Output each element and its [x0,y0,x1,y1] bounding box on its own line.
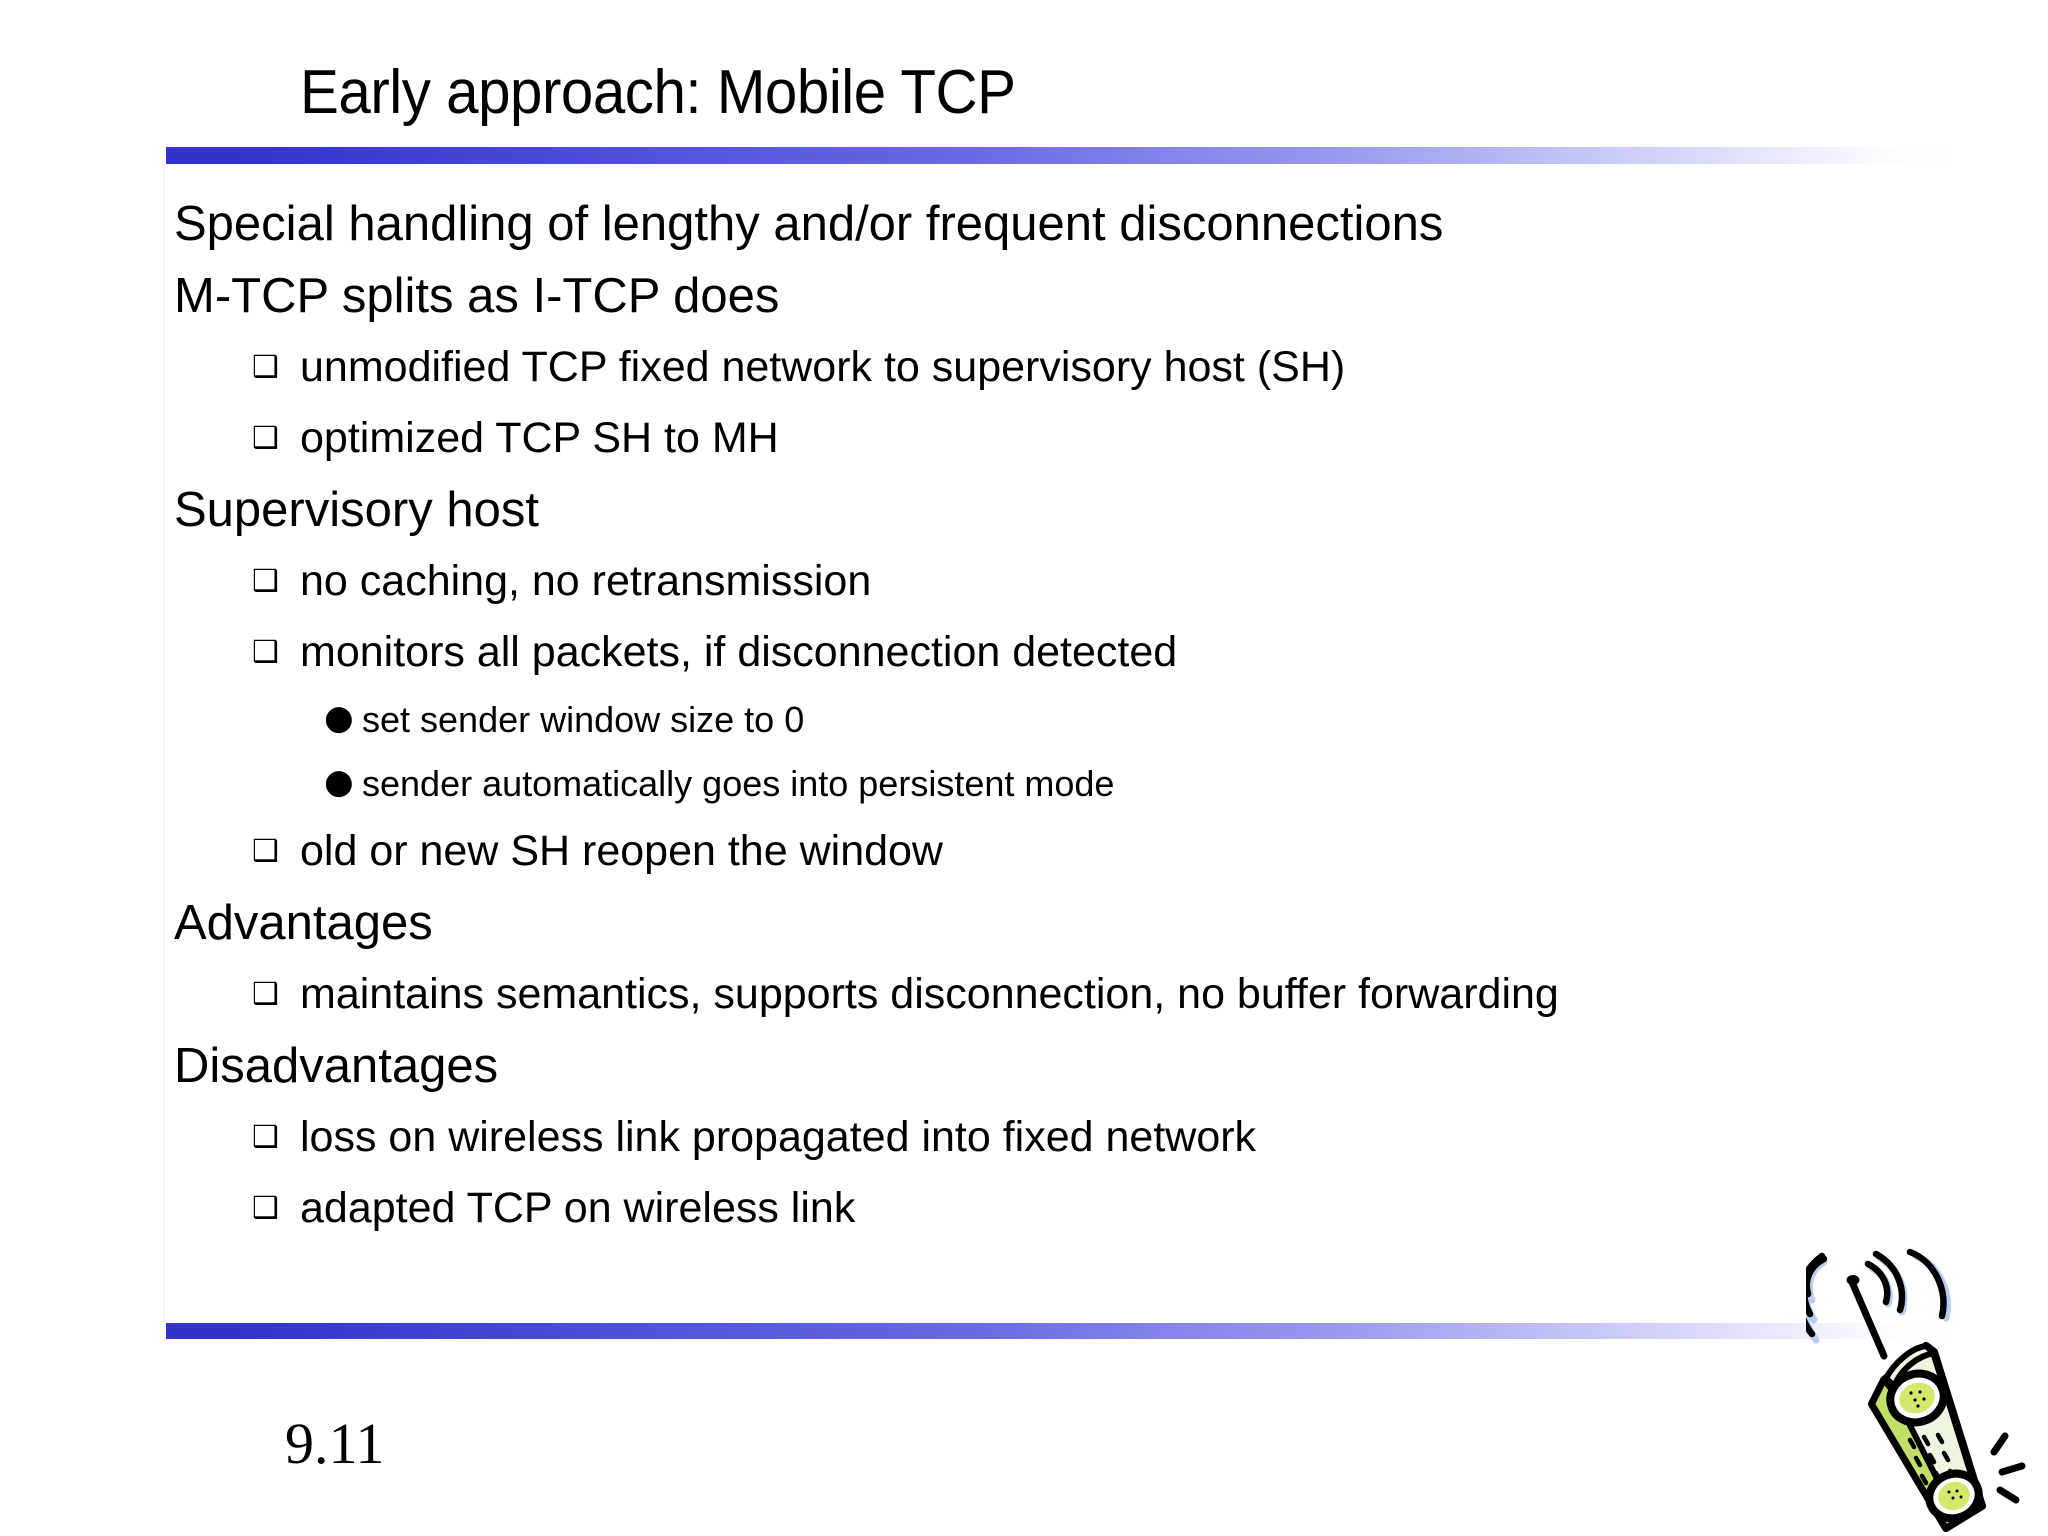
bullet-item-label: maintains semantics, supports disconnect… [300,970,1559,1018]
bullet-item-level-2: ❑ adapted TCP on wireless link [166,1173,1966,1244]
bullet-item-level-2: ❑ no caching, no retransmission [166,546,1966,617]
square-bullet-icon: ❑ [252,419,279,455]
bullet-item-label: Supervisory host [174,483,539,537]
bullet-item-level-1: Advantages [166,887,1966,959]
bullet-item-level-2: ❑ maintains semantics, supports disconnec… [166,959,1966,1030]
bullet-item-level-2: ❑ optimized TCP SH to MH [166,403,1966,474]
bullet-item-level-3: ●set sender window size to 0 [166,688,1966,752]
bullet-item-level-1: Supervisory host [166,474,1966,546]
title-divider-bar [166,147,1961,164]
square-bullet-icon: ❑ [252,975,279,1011]
bullet-item-level-1: M-TCP splits as I-TCP does [166,260,1966,332]
square-bullet-icon: ❑ [252,1189,279,1225]
bullet-item-label: set sender window size to 0 [362,699,805,740]
bullet-item-label: no caching, no retransmission [300,557,872,605]
slide-body-list: Special handling of lengthy and/or frequ… [166,188,1966,1244]
square-bullet-icon: ❑ [252,348,279,384]
cordless-phone-with-radio-waves-icon [1796,1208,2048,1536]
page-number: 9.11 [285,1411,385,1476]
bullet-item-label: sender automatically goes into persisten… [362,763,1115,804]
bullet-item-label: Disadvantages [174,1039,499,1093]
bullet-item-label: monitors all packets, if disconnection d… [300,628,1178,676]
bullet-item-label: loss on wireless link propagated into fi… [300,1113,1257,1161]
bullet-item-level-2: ❑ loss on wireless link propagated into f… [166,1102,1966,1173]
bullet-item-label: M-TCP splits as I-TCP does [174,269,780,323]
bullet-item-label: optimized TCP SH to MH [300,414,779,462]
bullet-item-level-2: ❑ old or new SH reopen the window [166,816,1966,887]
round-bullet-icon: ● [324,697,354,738]
square-bullet-icon: ❑ [252,832,279,868]
bullet-item-label: old or new SH reopen the window [300,827,943,875]
bullet-item-level-1: Special handling of lengthy and/or frequ… [166,188,1966,260]
square-bullet-icon: ❑ [252,1118,279,1154]
bullet-item-label: Special handling of lengthy and/or frequ… [174,197,1444,251]
square-bullet-icon: ❑ [252,633,279,669]
footer-divider-bar [166,1323,1961,1339]
bullet-item-label: Advantages [174,896,433,950]
page-title: Early approach: Mobile TCP [300,58,1016,127]
bullet-item-label: adapted TCP on wireless link [300,1184,856,1232]
bullet-item-level-1: Disadvantages [166,1030,1966,1102]
body-placeholder-edge [163,164,165,1322]
bullet-item-level-3: ●sender automatically goes into persiste… [166,752,1966,816]
bullet-item-level-2: ❑ unmodified TCP fixed network to supervi… [166,332,1966,403]
bullet-item-level-2: ❑ monitors all packets, if disconnection … [166,617,1966,688]
round-bullet-icon: ● [324,761,354,802]
bullet-item-label: unmodified TCP fixed network to supervis… [300,343,1346,391]
square-bullet-icon: ❑ [252,562,279,598]
